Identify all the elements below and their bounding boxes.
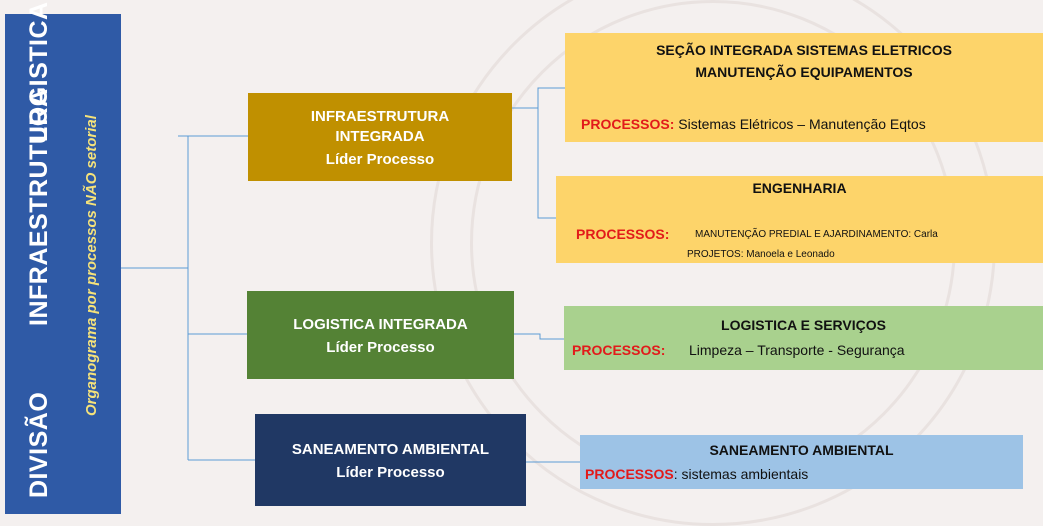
processes-label: PROCESSOS [585, 466, 674, 482]
process-logistica-servicos: LOGISTICA E SERVIÇOS PROCESSOS: Limpeza … [564, 306, 1043, 370]
process-title-2: MANUTENÇÃO EQUIPAMENTOS [695, 64, 913, 80]
leader-subtitle: Líder Processo [336, 463, 445, 481]
leader-subtitle: Líder Processo [326, 338, 435, 356]
connector-lines [121, 87, 580, 463]
process-engenharia: ENGENHARIA PROCESSOS: MANUTENÇÃO PREDIAL… [556, 176, 1043, 263]
process-text: Limpeza – Transporte - Segurança [689, 342, 905, 358]
leader-title: INFRAESTRUTURA INTEGRADA [310, 107, 450, 145]
process-title: SEÇÃO INTEGRADA SISTEMAS ELETRICOS [656, 42, 952, 58]
process-line-1: MANUTENÇÃO PREDIAL E AJARDINAMENTO: Carl… [695, 229, 938, 240]
process-saneamento: SANEAMENTO AMBIENTAL PROCESSOS: sistemas… [580, 435, 1023, 489]
process-title: LOGISTICA E SERVIÇOS [721, 317, 886, 333]
leader-subtitle: Líder Processo [325, 150, 435, 168]
processes-label: PROCESSOS: [581, 116, 675, 132]
connector-engenharia [537, 108, 556, 219]
leader-saneamento: SANEAMENTO AMBIENTAL Líder Processo [255, 414, 526, 506]
leader-logistica: LOGISTICA INTEGRADA Líder Processo [247, 291, 514, 379]
division-sidebar: DIVISÃO INFRAESTRUTURA LOGISTICA Organog… [5, 1, 121, 514]
process-eletricos: SEÇÃO INTEGRADA SISTEMAS ELETRICOS MANUT… [565, 33, 1043, 142]
leader-infraestrutura: INFRAESTRUTURA INTEGRADA Líder Processo [248, 93, 512, 181]
leader-title: LOGISTICA INTEGRADA [293, 315, 468, 333]
process-title: SANEAMENTO AMBIENTAL [709, 442, 894, 458]
connector-eletricos [512, 87, 565, 109]
process-text: Sistemas Elétricos – Manutenção Eqtos [678, 116, 926, 132]
processes-label: PROCESSOS: [572, 342, 666, 358]
process-text: : sistemas ambientais [673, 466, 809, 482]
leader-title: SANEAMENTO AMBIENTAL [291, 440, 490, 458]
process-title: ENGENHARIA [752, 180, 847, 196]
process-line-2: PROJETOS: Manoela e Leonado [687, 249, 835, 260]
processes-label: PROCESSOS: [576, 226, 670, 242]
connector-logistica-servicos [514, 333, 564, 340]
